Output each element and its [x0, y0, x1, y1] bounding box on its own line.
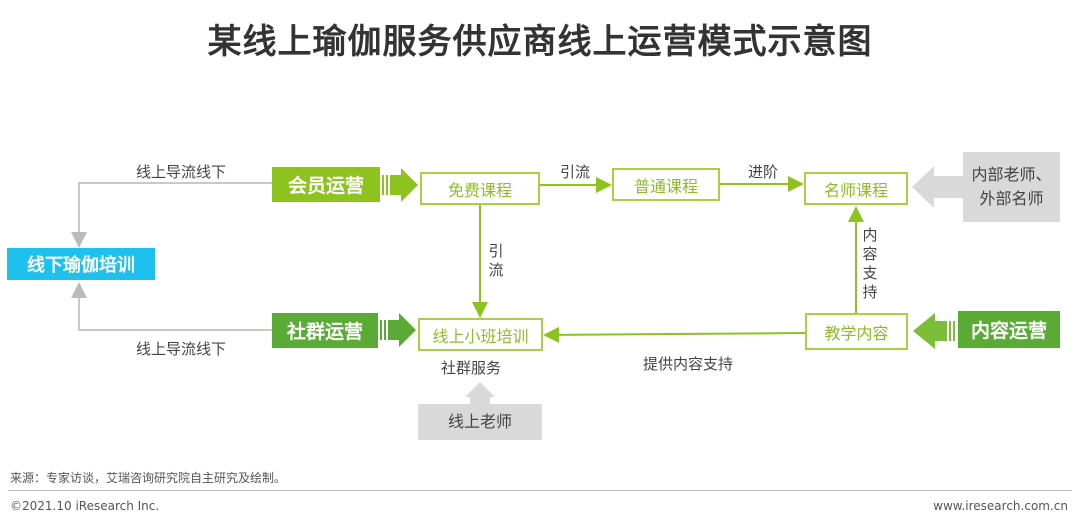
teachers-internal: 内部老师、 [971, 165, 1052, 184]
traffic-vertical-label: 引 流 [488, 242, 504, 279]
arrow-content-smallclass [543, 326, 806, 343]
guide-label-top: 线上导流线下 [136, 163, 227, 181]
guide-label-bottom: 线上导流线下 [136, 340, 227, 358]
website: www.iresearch.com.cn [933, 499, 1068, 513]
online-teacher-arrow [465, 382, 495, 404]
teachers-box: 内部老师、 外部名师 [963, 152, 1060, 222]
member-ops: 会员运营 [272, 167, 380, 202]
teachers-arrow [912, 166, 963, 208]
gray-line-bottom [71, 282, 272, 331]
page-title: 某线上瑜伽服务供应商线上运营模式示意图 [207, 22, 873, 62]
online-teacher: 线上老师 [418, 404, 542, 440]
content-support-label: 提供内容支持 [643, 355, 734, 373]
regular-course: 普通课程 [612, 168, 720, 201]
source-note: 来源：专家访谈，艾瑞咨询研究院自主研究及绘制。 [10, 471, 287, 485]
teaching-content: 教学内容 [805, 313, 908, 350]
traffic-label: 引流 [560, 163, 591, 181]
content-ops: 内容运营 [958, 311, 1060, 348]
copyright: ©2021.10 iResearch Inc. [10, 499, 160, 513]
community-ops: 社群运营 [272, 313, 378, 348]
footer-divider [8, 490, 1072, 491]
community-service-label: 社群服务 [441, 359, 502, 377]
gray-line-top [71, 182, 272, 248]
community-ops-arrow [380, 313, 416, 347]
teachers-external: 外部名师 [979, 189, 1044, 208]
free-course: 免费课程 [420, 172, 540, 205]
member-ops-arrow [382, 168, 418, 202]
master-course: 名师课程 [804, 172, 908, 205]
online-small-class: 线上小班培训 [418, 318, 543, 351]
content-support-vertical-label: 内 容 支 持 [862, 226, 878, 301]
content-ops-arrow [913, 313, 955, 349]
advance-label: 进阶 [748, 163, 779, 181]
offline-yoga-training: 线下瑜伽培训 [7, 248, 155, 280]
